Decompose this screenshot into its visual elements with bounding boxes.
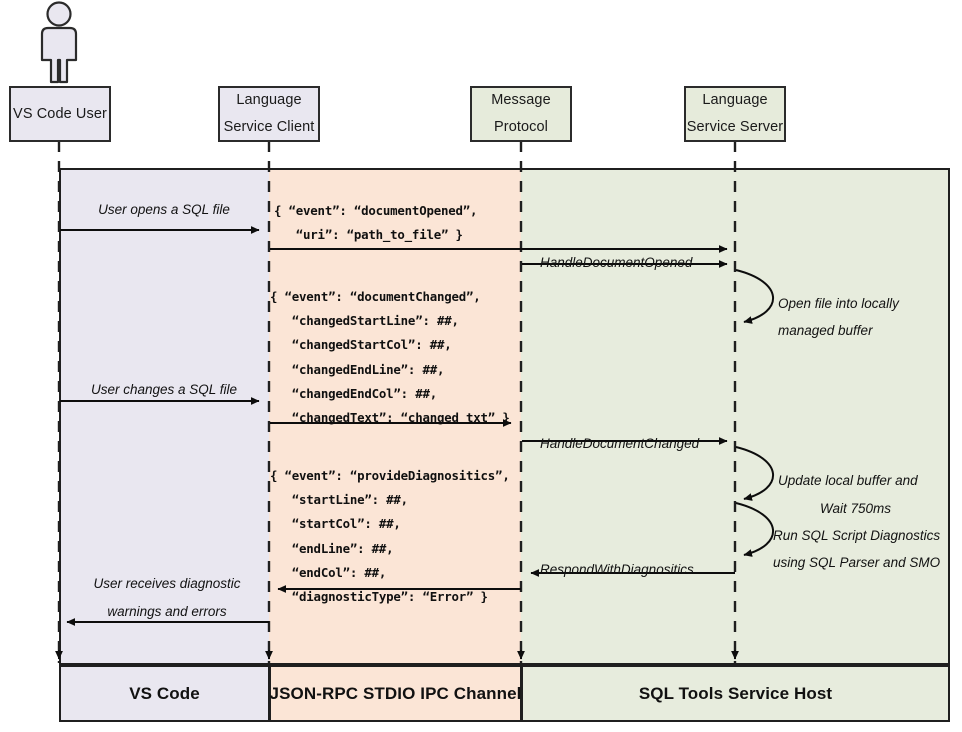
footer-label: JSON-RPC STDIO IPC Channel [269,683,522,703]
footer-label: SQL Tools Service Host [638,683,833,703]
self-call-label-open-file-line1: Open file into locally [778,296,899,311]
footer-box-json-rpc[interactable]: JSON-RPC STDIO IPC Channel [269,665,522,722]
footer-drop-arrows [55,650,739,660]
lifeline-header-line2: Service Client [223,119,315,135]
message-label-handle-document-opened: HandleDocumentOpened [540,255,693,270]
message-label-user-opens-sql-file: User opens a SQL file [98,202,230,217]
payload-provide-diagnositics: { “event”: “provideDiagnositics”, “start… [270,468,510,605]
lifeline-header-line2: Service Server [686,119,784,135]
message-arrows [60,226,735,626]
band-vs-code [59,170,269,663]
band-right-border [948,168,950,665]
self-call-label-update-buffer-line2: Wait 750ms [819,501,892,516]
message-label-respond-with-diagnositics: RespondWithDiagnositics [540,562,694,577]
band-bottom-border [59,663,950,665]
vs-code-user-actor-icon [40,1,78,84]
lifeline-header-language-service-server[interactable]: Language Service Server [684,86,786,142]
band-json-rpc [269,170,521,663]
self-call-label-run-diagnostics-line1: Run SQL Script Diagnostics [773,528,941,543]
payload-document-opened: { “event”: “documentOpened”, “uri”: “pat… [274,203,478,243]
self-call-label-run-diagnostics-line2: using SQL Parser and SMO [773,555,941,570]
band-sql-tools-host [521,170,950,663]
message-label-handle-document-changed: HandleDocumentChanged [540,436,700,451]
self-call-label-open-file-line2: managed buffer [778,323,873,338]
lifeline-header-line1: VS Code User [13,105,107,122]
lifeline-header-message-protocol[interactable]: Message Protocol [470,86,572,142]
lifeline-header-line1: Language [702,92,768,109]
lifeline-header-language-service-client[interactable]: Language Service Client [218,86,320,142]
footer-box-vs-code[interactable]: VS Code [59,665,270,722]
footer-label: VS Code [129,683,200,703]
lifeline-header-vs-code-user[interactable]: VS Code User [9,86,111,142]
payload-document-changed: { “event”: “documentChanged”, “changedSt… [270,289,510,426]
lifeline-header-line2: Protocol [494,119,548,135]
band-top-border [59,168,950,170]
lifelines [57,141,737,663]
lifeline-header-line1: Message [491,92,551,109]
self-call-label-update-buffer-line1: Update local buffer and [778,473,918,488]
footer-box-sql-tools-host[interactable]: SQL Tools Service Host [521,665,950,722]
message-label-user-receives-diagnostics-line2: warnings and errors [107,604,227,619]
lifeline-header-line1: Language [236,92,302,109]
self-call-arcs [735,269,774,557]
band-left-border [59,168,61,665]
message-label-user-changes-sql-file: User changes a SQL file [90,382,238,397]
message-label-user-receives-diagnostics-line1: User receives diagnostic [93,576,241,591]
